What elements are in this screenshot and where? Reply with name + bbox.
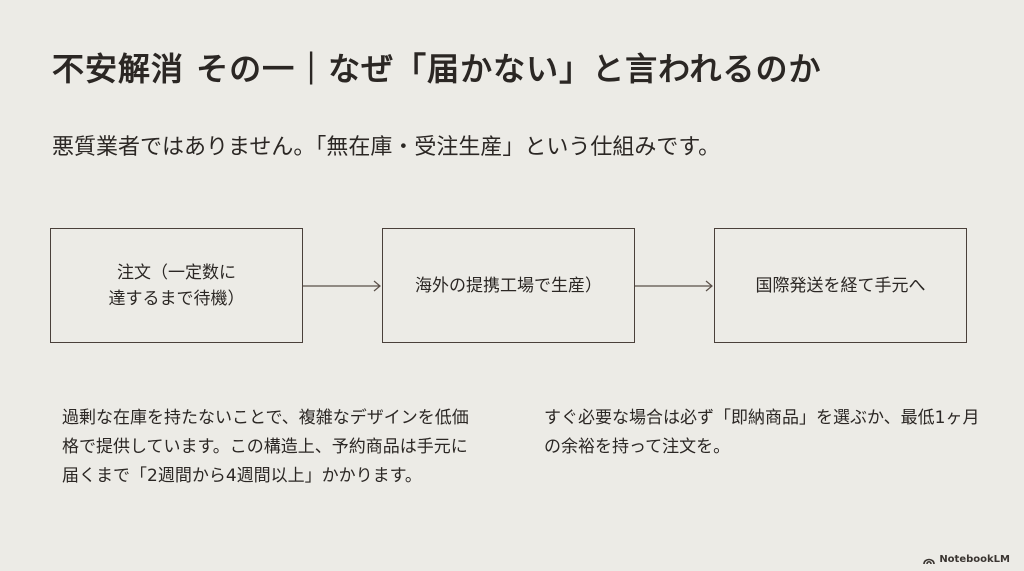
flow-step-shipping-line1: 国際発送を経て手元へ xyxy=(755,275,926,296)
notebooklm-logo-icon xyxy=(923,558,936,564)
note-explanation: 過剰な在庫を持たないことで、複雑なデザインを低価格で提供しています。この構造上、… xyxy=(62,408,469,486)
page-title: 不安解消 その一｜なぜ「届かない」と言われるのか xyxy=(52,50,822,88)
page-subtitle: 悪質業者ではありません。「無在庫・受注生産」という仕組みです。 xyxy=(52,135,721,160)
flow-step-order-line1: 注文（一定数に xyxy=(117,262,236,283)
flow-arrow-right-icon xyxy=(303,280,381,292)
flow-arrow-right-icon xyxy=(635,280,713,292)
flow-step-order: 注文（一定数に 達するまで待機） xyxy=(50,228,303,343)
footer-brand: NotebookLM xyxy=(923,554,1010,565)
flow-step-production-line1: 海外の提携工場で生産） xyxy=(415,275,602,296)
note-advice: すぐ必要な場合は必ず「即納商品」を選ぶか、最低1ヶ月の余裕を持って注文を。 xyxy=(544,408,980,457)
brand-label: NotebookLM xyxy=(939,554,1010,565)
flow-step-order-line2: 達するまで待機） xyxy=(108,288,245,309)
flow-step-shipping: 国際発送を経て手元へ xyxy=(714,228,967,343)
flow-step-production: 海外の提携工場で生産） xyxy=(382,228,635,343)
